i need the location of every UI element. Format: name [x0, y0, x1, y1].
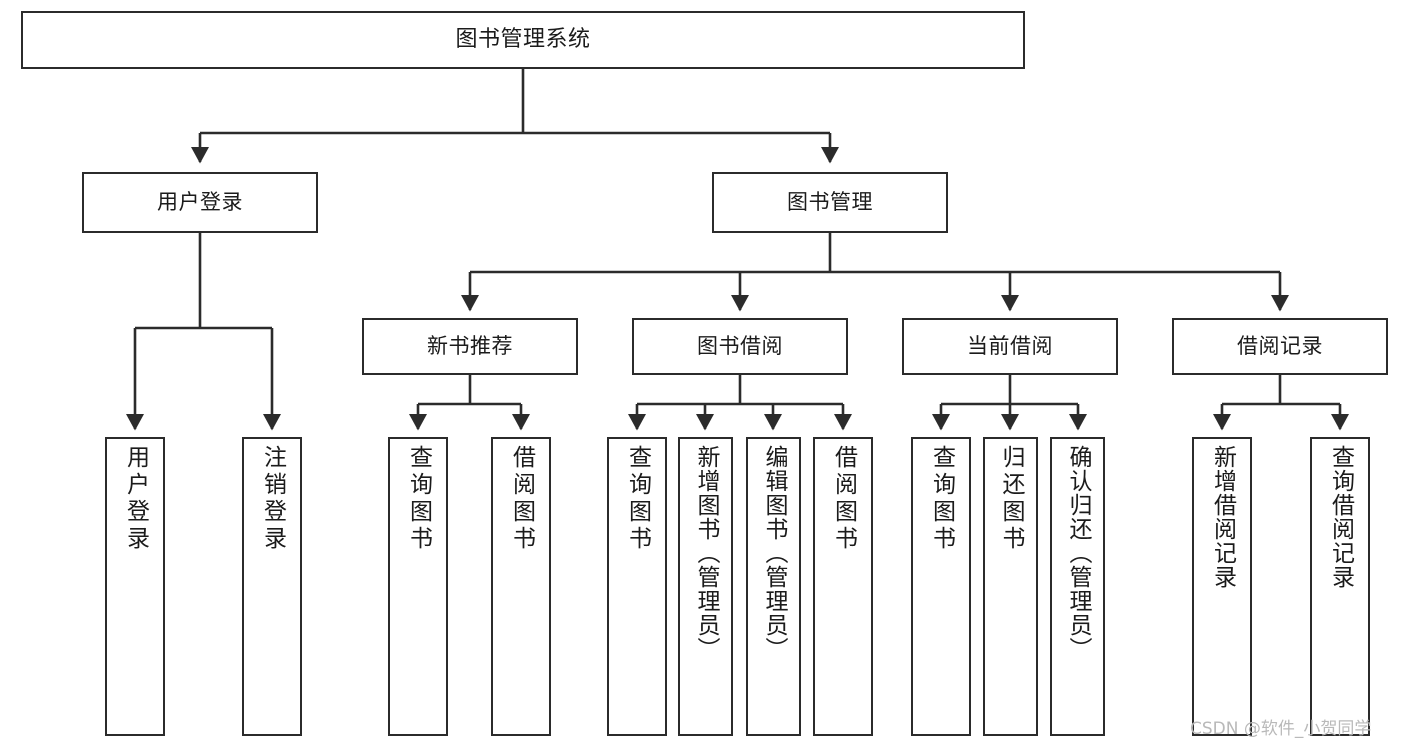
node-label: 图书管理	[787, 189, 873, 214]
node-label: 新增借阅记录	[1209, 445, 1236, 589]
node-label: 图书借阅	[697, 333, 783, 358]
node-label: 借阅图书	[830, 445, 857, 553]
node-label: 图书管理系统	[455, 26, 591, 52]
node-label: 当前借阅	[967, 333, 1053, 358]
node-user-login[interactable]: 用户登录	[82, 172, 318, 233]
node-new-book-recommendation[interactable]: 新书推荐	[362, 318, 578, 375]
leaf-user-login-logout[interactable]: 注销登录	[242, 437, 302, 736]
node-label: 用户登录	[122, 445, 149, 553]
node-label: 查询借阅记录	[1327, 445, 1354, 589]
leaf-book-borrow-edit-book-admin[interactable]: 编辑图书（管理员）	[746, 437, 801, 736]
node-label: 新书推荐	[427, 333, 513, 358]
node-label: 新增图书（管理员）	[693, 445, 719, 661]
leaf-book-borrow-borrow-books[interactable]: 借阅图书	[813, 437, 873, 736]
node-borrowing-record[interactable]: 借阅记录	[1172, 318, 1388, 375]
node-label: 编辑图书（管理员）	[761, 445, 787, 661]
node-label: 确认归还（管理员）	[1065, 445, 1091, 661]
node-label: 借阅图书	[508, 445, 535, 553]
node-current-borrowing[interactable]: 当前借阅	[902, 318, 1118, 375]
leaf-user-login-login[interactable]: 用户登录	[105, 437, 165, 736]
node-root-book-management-system[interactable]: 图书管理系统	[21, 11, 1025, 69]
node-label: 借阅记录	[1237, 333, 1323, 358]
node-label: 归还图书	[998, 445, 1024, 553]
leaf-record-query-borrow-record[interactable]: 查询借阅记录	[1310, 437, 1370, 736]
node-label: 查询图书	[928, 445, 955, 553]
leaf-current-borrow-return-books[interactable]: 归还图书	[983, 437, 1038, 736]
leaf-current-borrow-confirm-return-admin[interactable]: 确认归还（管理员）	[1050, 437, 1105, 736]
leaf-record-add-borrow-record[interactable]: 新增借阅记录	[1192, 437, 1252, 736]
node-book-borrowing[interactable]: 图书借阅	[632, 318, 848, 375]
leaf-book-borrow-query-books[interactable]: 查询图书	[607, 437, 667, 736]
node-label: 用户登录	[157, 189, 243, 214]
leaf-new-book-query-books[interactable]: 查询图书	[388, 437, 448, 736]
node-label: 查询图书	[405, 445, 432, 553]
leaf-book-borrow-add-book-admin[interactable]: 新增图书（管理员）	[678, 437, 733, 736]
leaf-new-book-borrow-books[interactable]: 借阅图书	[491, 437, 551, 736]
node-label: 查询图书	[624, 445, 651, 553]
node-label: 注销登录	[259, 445, 286, 553]
leaf-current-borrow-query-books[interactable]: 查询图书	[911, 437, 971, 736]
node-book-management[interactable]: 图书管理	[712, 172, 948, 233]
csdn-watermark: CSDN @软件_小贺同学	[1190, 719, 1372, 739]
